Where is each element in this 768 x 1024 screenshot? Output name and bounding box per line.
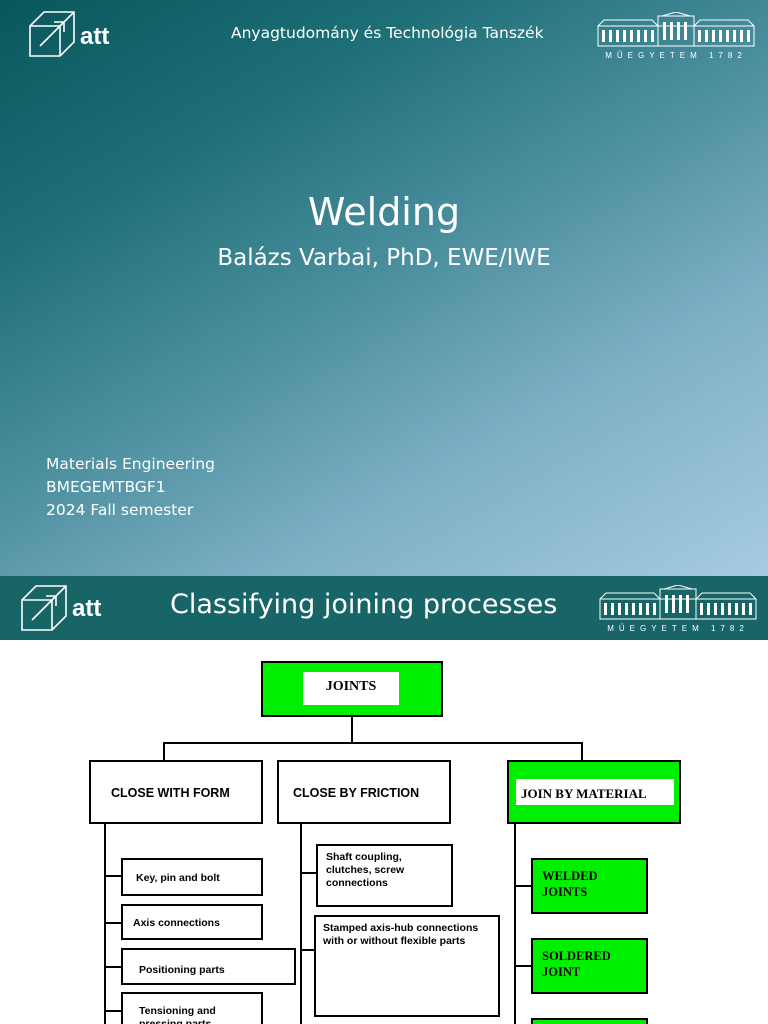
material-branch-line xyxy=(514,965,532,967)
form-item-box: Positioning parts xyxy=(121,948,296,985)
course-semester: 2024 Fall semester xyxy=(46,501,194,519)
title-slide: att Anyagtudomány és Technológia Tanszék… xyxy=(0,0,768,576)
classification-slide: att Classifying joining processes MŰEGYE… xyxy=(0,576,768,1024)
form-item-label: Axis connections xyxy=(133,917,220,929)
material-item-partial xyxy=(531,1018,648,1024)
friction-item-box: Stamped axis-hub connections with or wit… xyxy=(314,915,500,1017)
slide-title: Welding xyxy=(307,190,461,234)
joints-root-box: JOINTS xyxy=(261,661,443,717)
form-branch-line xyxy=(104,1010,123,1012)
course-name: Materials Engineering xyxy=(46,455,215,473)
form-item-box: Tensioning and pressing parts xyxy=(121,992,263,1024)
category-close-with-form: CLOSE WITH FORM xyxy=(89,760,263,824)
form-item-label: Key, pin and bolt xyxy=(136,872,220,884)
friction-branch-line xyxy=(300,872,317,874)
material-item-soldered: SOLDERED JOINT xyxy=(531,938,648,994)
form-branch-line xyxy=(104,922,123,924)
form-item-label: Tensioning and pressing parts xyxy=(139,1005,216,1024)
friction-item-label: Stamped axis-hub connections with or wit… xyxy=(323,922,479,947)
category-join-by-material: JOIN BY MATERIAL xyxy=(507,760,681,824)
form-connector xyxy=(163,742,165,761)
joints-label-bg xyxy=(303,672,399,705)
material-item-label: SOLDERED JOINT xyxy=(542,949,611,979)
form-branch-line xyxy=(104,875,123,877)
material-item-label: WELDED JOINTS xyxy=(542,869,598,899)
course-info: Materials Engineering BMEGEMTBGF1 2024 F… xyxy=(46,453,215,522)
friction-item-box: Shaft coupling, clutches, screw connecti… xyxy=(316,844,453,907)
form-branch-line xyxy=(104,966,123,968)
friction-branch-line xyxy=(300,949,315,951)
course-code: BMEGEMTBGF1 xyxy=(46,478,166,496)
university-logo: MŰEGYETEM 1782 xyxy=(596,11,756,65)
root-connector xyxy=(351,716,353,743)
svg-text:att: att xyxy=(72,595,101,622)
category-close-by-friction: CLOSE BY FRICTION xyxy=(277,760,451,824)
category-label: JOIN BY MATERIAL xyxy=(521,786,647,801)
category-bus-line xyxy=(163,742,583,744)
category-label: CLOSE BY FRICTION xyxy=(293,786,420,800)
friction-trunk-line xyxy=(300,823,302,1024)
friction-item-label: Shaft coupling, clutches, screw connecti… xyxy=(326,851,405,889)
form-item-label: Positioning parts xyxy=(139,964,225,976)
svg-text:MŰEGYETEM 1782: MŰEGYETEM 1782 xyxy=(605,51,747,60)
material-trunk-line xyxy=(514,823,516,1024)
category-label: CLOSE WITH FORM xyxy=(111,786,230,800)
category-label-bg xyxy=(516,779,674,805)
svg-text:att: att xyxy=(80,23,109,50)
university-logo: MŰEGYETEM 1782 xyxy=(598,584,758,638)
form-item-box: Axis connections xyxy=(121,904,263,940)
form-item-box: Key, pin and bolt xyxy=(121,858,263,896)
material-branch-line xyxy=(514,885,532,887)
department-name: Anyagtudomány és Technológia Tanszék xyxy=(231,24,544,42)
material-item-welded: WELDED JOINTS xyxy=(531,858,648,914)
joints-label: JOINTS xyxy=(325,679,377,694)
att-logo: att xyxy=(28,10,128,65)
slide-author: Balázs Varbai, PhD, EWE/IWE xyxy=(217,245,551,271)
att-logo: att xyxy=(20,584,124,639)
svg-text:MŰEGYETEM 1782: MŰEGYETEM 1782 xyxy=(607,624,749,633)
material-connector xyxy=(581,742,583,761)
slide-title: Classifying joining processes xyxy=(170,589,558,620)
